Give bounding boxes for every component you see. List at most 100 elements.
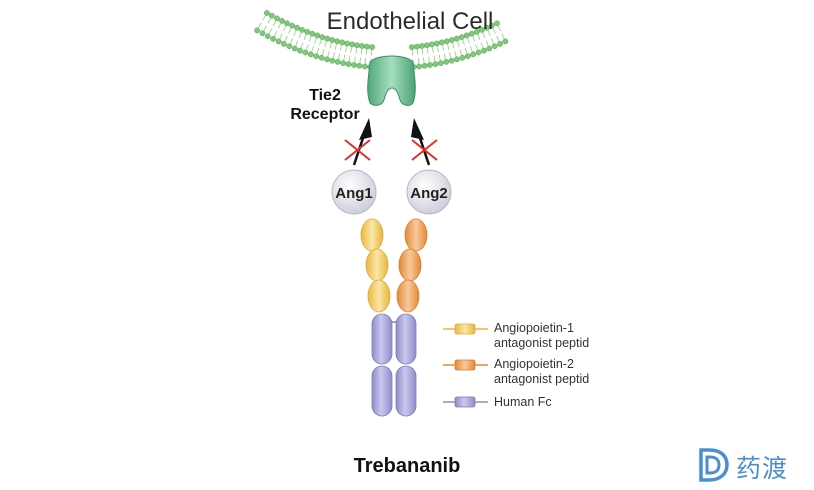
lipid-head: [473, 29, 480, 35]
lipid-tail: [433, 55, 436, 62]
lipid-head: [291, 45, 298, 52]
lipid-head: [494, 20, 500, 27]
lipid-tail: [324, 40, 327, 47]
lipid-tail: [487, 29, 491, 36]
ang1-antagonist-peptide-chain: [360, 218, 391, 313]
lipid-tail: [480, 42, 484, 49]
lipid-tail: [416, 49, 419, 56]
lipid-tail: [272, 20, 277, 27]
lipid-tail: [345, 45, 348, 52]
receptor-label: Tie2 Receptor: [270, 86, 380, 124]
legend-swatch-fc: [443, 396, 488, 408]
lipid-tail: [262, 14, 267, 21]
lipid-tail: [470, 46, 473, 53]
lipid-tail: [423, 57, 425, 64]
lipid-tail: [501, 33, 505, 40]
lipid-tail: [360, 48, 363, 55]
lipid-tail: [492, 27, 496, 34]
lipid-head: [318, 54, 325, 61]
legend-ang1-line1: Angiopoietin-1: [494, 321, 574, 335]
lipid-head: [340, 60, 347, 66]
lipid-head: [486, 45, 493, 52]
tie2-receptor-shape: [367, 55, 416, 106]
d-logo-icon: [699, 448, 729, 482]
lipid-head: [302, 49, 309, 56]
cell-membrane: [254, 10, 509, 70]
lipid-tail: [359, 57, 361, 64]
lipid-head: [314, 32, 321, 39]
lipid-head: [475, 49, 482, 56]
ang1-label: Ang1: [335, 185, 373, 202]
lipid-tail: [436, 45, 439, 52]
lipid-head: [491, 43, 498, 50]
lipid-head: [344, 40, 351, 47]
lipid-tail: [289, 38, 293, 45]
lipid-tail: [329, 42, 332, 49]
lipid-head: [334, 38, 341, 45]
lipid-tail: [452, 42, 455, 49]
lipid-tail: [364, 57, 367, 65]
lipid-head: [259, 30, 266, 37]
lipid-head: [362, 63, 368, 70]
ang2-block-cross-icon: [411, 139, 438, 161]
legend-ang1-line2: antagonist peptid: [494, 336, 590, 350]
lipid-tail: [327, 50, 330, 58]
lipid-head: [484, 24, 490, 31]
lipid-head: [359, 43, 365, 49]
lipid-tail: [417, 57, 420, 65]
lipid-head: [432, 61, 439, 67]
lipid-head: [428, 41, 435, 48]
lipid-head: [289, 22, 295, 29]
lipid-tail: [462, 39, 465, 46]
legend-fc-line1: Human Fc: [494, 395, 552, 409]
lipid-head: [356, 62, 363, 69]
ang2-label: Ang2: [410, 185, 448, 202]
lipid-head: [463, 32, 470, 39]
lipid-tail: [443, 53, 446, 60]
lipid-tail: [442, 44, 445, 51]
lipid-head: [479, 27, 485, 33]
lipid-head: [481, 47, 487, 54]
lipid-head: [294, 24, 300, 31]
lipid-head: [468, 30, 475, 37]
lipid-tail: [449, 52, 452, 59]
lipid-tail: [298, 32, 302, 38]
lipid-tail: [284, 35, 288, 42]
lipid-head: [286, 43, 293, 50]
lipid-head: [443, 38, 450, 45]
lipid-tail: [279, 33, 283, 40]
lipid-head: [339, 39, 346, 46]
lipid-head: [470, 51, 477, 58]
lipid-tail: [339, 44, 342, 51]
ang1-ligand: [331, 169, 377, 215]
lipid-tail: [370, 49, 373, 56]
receptor-label-line1: Tie2: [309, 87, 341, 104]
lipid-tail: [491, 38, 495, 45]
lipid-head: [424, 42, 430, 49]
lipid-tail: [365, 49, 368, 56]
lipid-head: [419, 43, 425, 49]
legend-item-ang1: Angiopoietin-1 antagonist peptid: [494, 321, 589, 351]
lipid-head: [443, 59, 450, 65]
lipid-tail: [308, 35, 312, 42]
lipid-tail: [485, 40, 489, 47]
lipid-tail: [293, 29, 297, 36]
lipid-head: [307, 51, 314, 58]
lipid-head: [297, 47, 303, 54]
lipid-tail: [334, 43, 337, 50]
lipid-tail: [303, 34, 307, 40]
lipid-head: [427, 62, 433, 68]
lipid-head: [349, 41, 356, 48]
lipid-tail: [273, 31, 278, 37]
lipid-tail: [467, 37, 470, 44]
lipid-tail: [431, 46, 434, 53]
ang1-block-cross-icon: [344, 139, 371, 161]
lipid-tail: [447, 43, 450, 50]
lipid-tail: [426, 47, 429, 54]
lipid-head: [433, 40, 440, 47]
lipid-tail: [267, 17, 272, 24]
lipid-tail: [257, 22, 262, 29]
lipid-head: [345, 61, 352, 67]
ang2-ligand: [406, 169, 452, 215]
